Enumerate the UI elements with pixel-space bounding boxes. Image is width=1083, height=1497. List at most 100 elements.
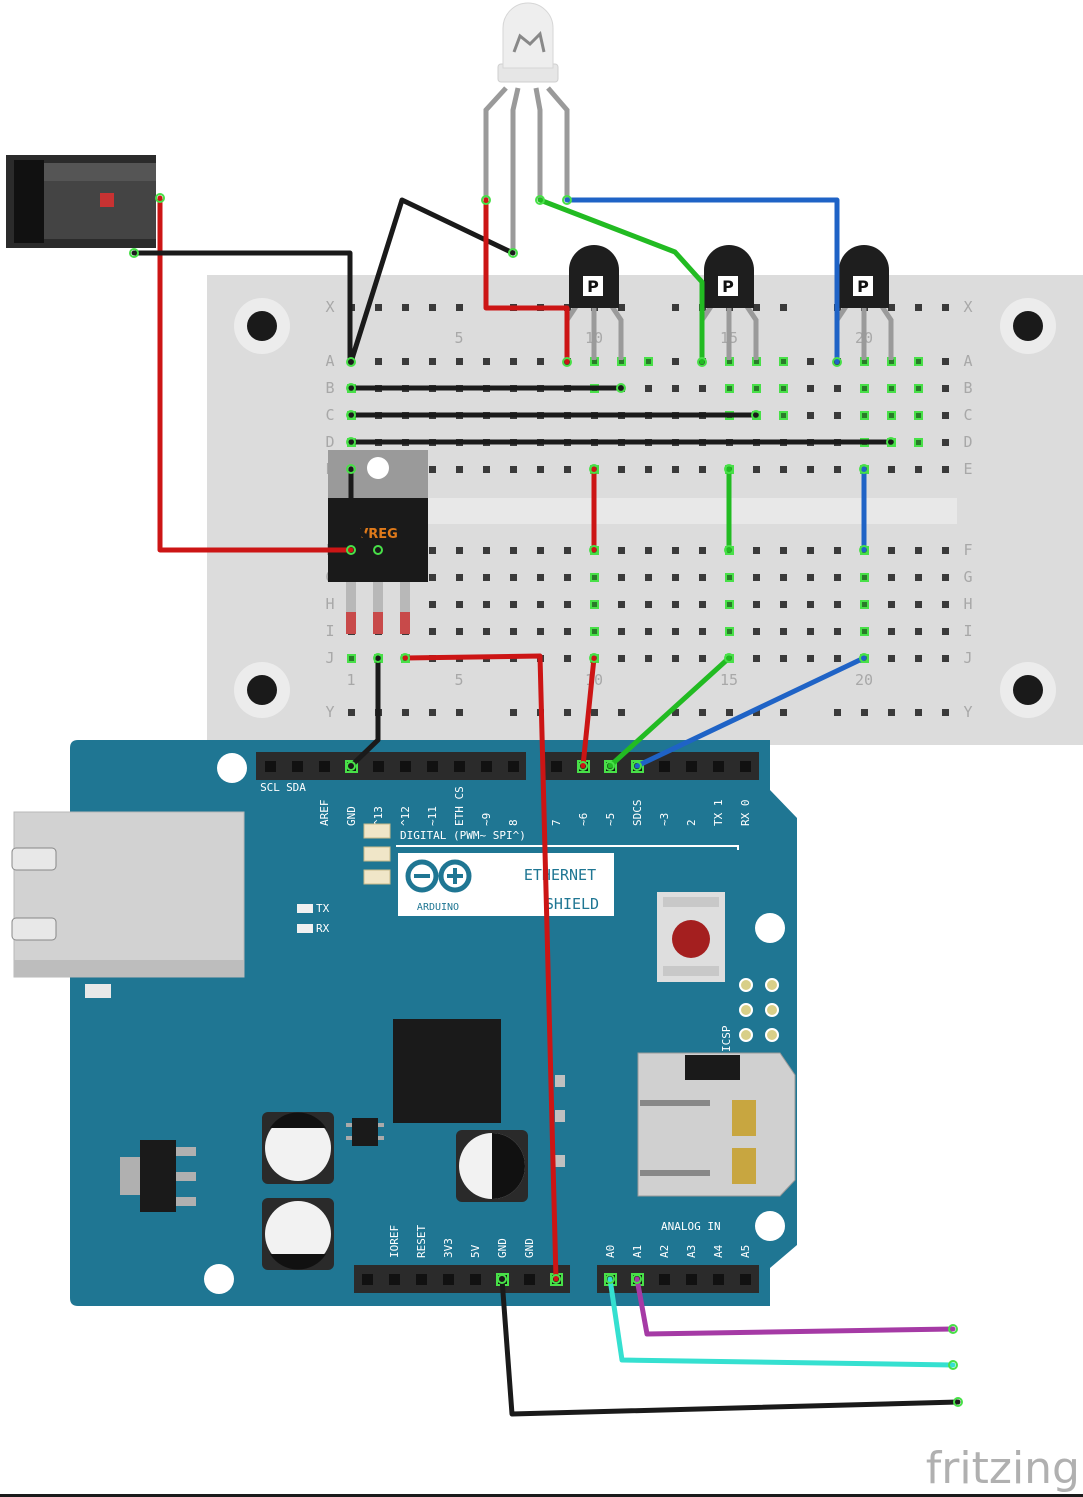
header-pin[interactable] xyxy=(551,761,562,772)
wire-end[interactable] xyxy=(346,437,356,447)
transistor-3[interactable]: P xyxy=(834,245,894,360)
rx-led-label: RX xyxy=(316,922,330,935)
wire-end[interactable] xyxy=(632,1274,642,1284)
wire-end[interactable] xyxy=(948,1324,958,1334)
wire-led-green-channel[interactable] xyxy=(537,197,705,365)
wire-end[interactable] xyxy=(605,761,615,771)
transistor-2[interactable]: P xyxy=(699,245,759,360)
wire-end[interactable] xyxy=(886,437,896,447)
wire-end[interactable] xyxy=(589,653,599,663)
analog-header[interactable] xyxy=(597,1265,759,1293)
header-pin[interactable] xyxy=(319,761,330,772)
header-pin[interactable] xyxy=(265,761,276,772)
svg-text:P: P xyxy=(587,277,599,296)
wire-end[interactable] xyxy=(632,761,642,771)
capacitor-3 xyxy=(456,1130,528,1202)
wire-end[interactable] xyxy=(953,1397,963,1407)
header-pin[interactable] xyxy=(443,1274,454,1285)
header-pin[interactable] xyxy=(686,1274,697,1285)
wire-end[interactable] xyxy=(605,1274,615,1284)
power-header[interactable] xyxy=(354,1265,570,1293)
dc-barrel-jack[interactable] xyxy=(6,155,156,248)
wire-end[interactable] xyxy=(346,383,356,393)
wire-led-red-channel[interactable] xyxy=(483,197,570,365)
wire-end[interactable] xyxy=(859,545,869,555)
header-pin[interactable] xyxy=(713,1274,724,1285)
wire-a1-output[interactable] xyxy=(634,1276,956,1337)
wire-end[interactable] xyxy=(832,357,842,367)
wire-end[interactable] xyxy=(562,357,572,367)
wire-end[interactable] xyxy=(481,195,491,205)
wire-end[interactable] xyxy=(508,248,518,258)
wire-end[interactable] xyxy=(129,248,139,258)
wire-end[interactable] xyxy=(724,464,734,474)
digital-header-right[interactable] xyxy=(543,752,759,780)
header-pin[interactable] xyxy=(686,761,697,772)
wire-end[interactable] xyxy=(346,464,356,474)
wire-end[interactable] xyxy=(724,653,734,663)
sd-card-slot[interactable] xyxy=(637,1052,796,1197)
wire-end[interactable] xyxy=(155,193,165,203)
header-pin[interactable] xyxy=(427,761,438,772)
header-pin[interactable] xyxy=(362,1274,373,1285)
header-pin[interactable] xyxy=(373,761,384,772)
wire-a0-output[interactable] xyxy=(607,1276,956,1368)
header-pin[interactable] xyxy=(659,761,670,772)
wire-jack-power-red[interactable] xyxy=(157,195,354,553)
ethernet-jack[interactable] xyxy=(11,811,245,998)
wire-end[interactable] xyxy=(578,761,588,771)
wire-end[interactable] xyxy=(346,357,356,367)
wire-led-blue-channel[interactable] xyxy=(564,197,840,365)
wire-sdcs-blue[interactable] xyxy=(634,655,867,769)
wire-end[interactable] xyxy=(616,383,626,393)
voltage-regulator[interactable]: VREG xyxy=(328,450,428,634)
header-pin[interactable] xyxy=(454,761,465,772)
wire-end[interactable] xyxy=(697,357,707,367)
wire-pwm5-green[interactable] xyxy=(607,655,732,769)
mounting-hole-bl xyxy=(234,662,290,718)
header-pin[interactable] xyxy=(508,761,519,772)
wire-end[interactable] xyxy=(562,195,572,205)
wire-led-ground-black[interactable] xyxy=(348,197,516,365)
icsp-header[interactable] xyxy=(739,978,779,1042)
wire-end[interactable] xyxy=(346,545,356,555)
header-pin[interactable] xyxy=(740,1274,751,1285)
wire-end[interactable] xyxy=(859,464,869,474)
wire-end[interactable] xyxy=(589,464,599,474)
wire-pwm6-red[interactable] xyxy=(580,655,597,769)
header-pin[interactable] xyxy=(470,1274,481,1285)
wire-end[interactable] xyxy=(400,653,410,663)
wire-end[interactable] xyxy=(373,545,383,555)
onboard-regulator xyxy=(120,1140,196,1212)
wire-end[interactable] xyxy=(751,410,761,420)
wire-end[interactable] xyxy=(589,545,599,555)
digital-header-left[interactable] xyxy=(256,752,526,780)
header-pin[interactable] xyxy=(481,761,492,772)
header-pin[interactable] xyxy=(740,761,751,772)
wire-ground-output[interactable] xyxy=(499,1276,961,1417)
wire-regulator-ground[interactable] xyxy=(348,466,381,553)
wire-end[interactable] xyxy=(346,761,356,771)
wire-end[interactable] xyxy=(859,653,869,663)
wire-jack-ground-black[interactable] xyxy=(131,250,353,365)
wire-ground-to-arduino[interactable] xyxy=(348,655,381,769)
wire-end[interactable] xyxy=(346,410,356,420)
wire-5v-to-arduino[interactable] xyxy=(402,653,559,1282)
pin-label-sda: SDA xyxy=(286,781,306,794)
reset-button[interactable] xyxy=(657,892,725,982)
wire-end[interactable] xyxy=(724,545,734,555)
rgb-led[interactable] xyxy=(483,2,570,253)
header-pin[interactable] xyxy=(713,761,724,772)
wire-end[interactable] xyxy=(497,1274,507,1284)
wire-end[interactable] xyxy=(535,195,545,205)
wire-end[interactable] xyxy=(948,1360,958,1370)
header-pin[interactable] xyxy=(389,1274,400,1285)
wire-end[interactable] xyxy=(551,1274,561,1284)
header-pin[interactable] xyxy=(659,1274,670,1285)
header-pin[interactable] xyxy=(524,1274,535,1285)
header-pin[interactable] xyxy=(292,761,303,772)
power-pin-label: 3V3 xyxy=(442,1238,455,1258)
header-pin[interactable] xyxy=(400,761,411,772)
header-pin[interactable] xyxy=(416,1274,427,1285)
wire-end[interactable] xyxy=(373,653,383,663)
